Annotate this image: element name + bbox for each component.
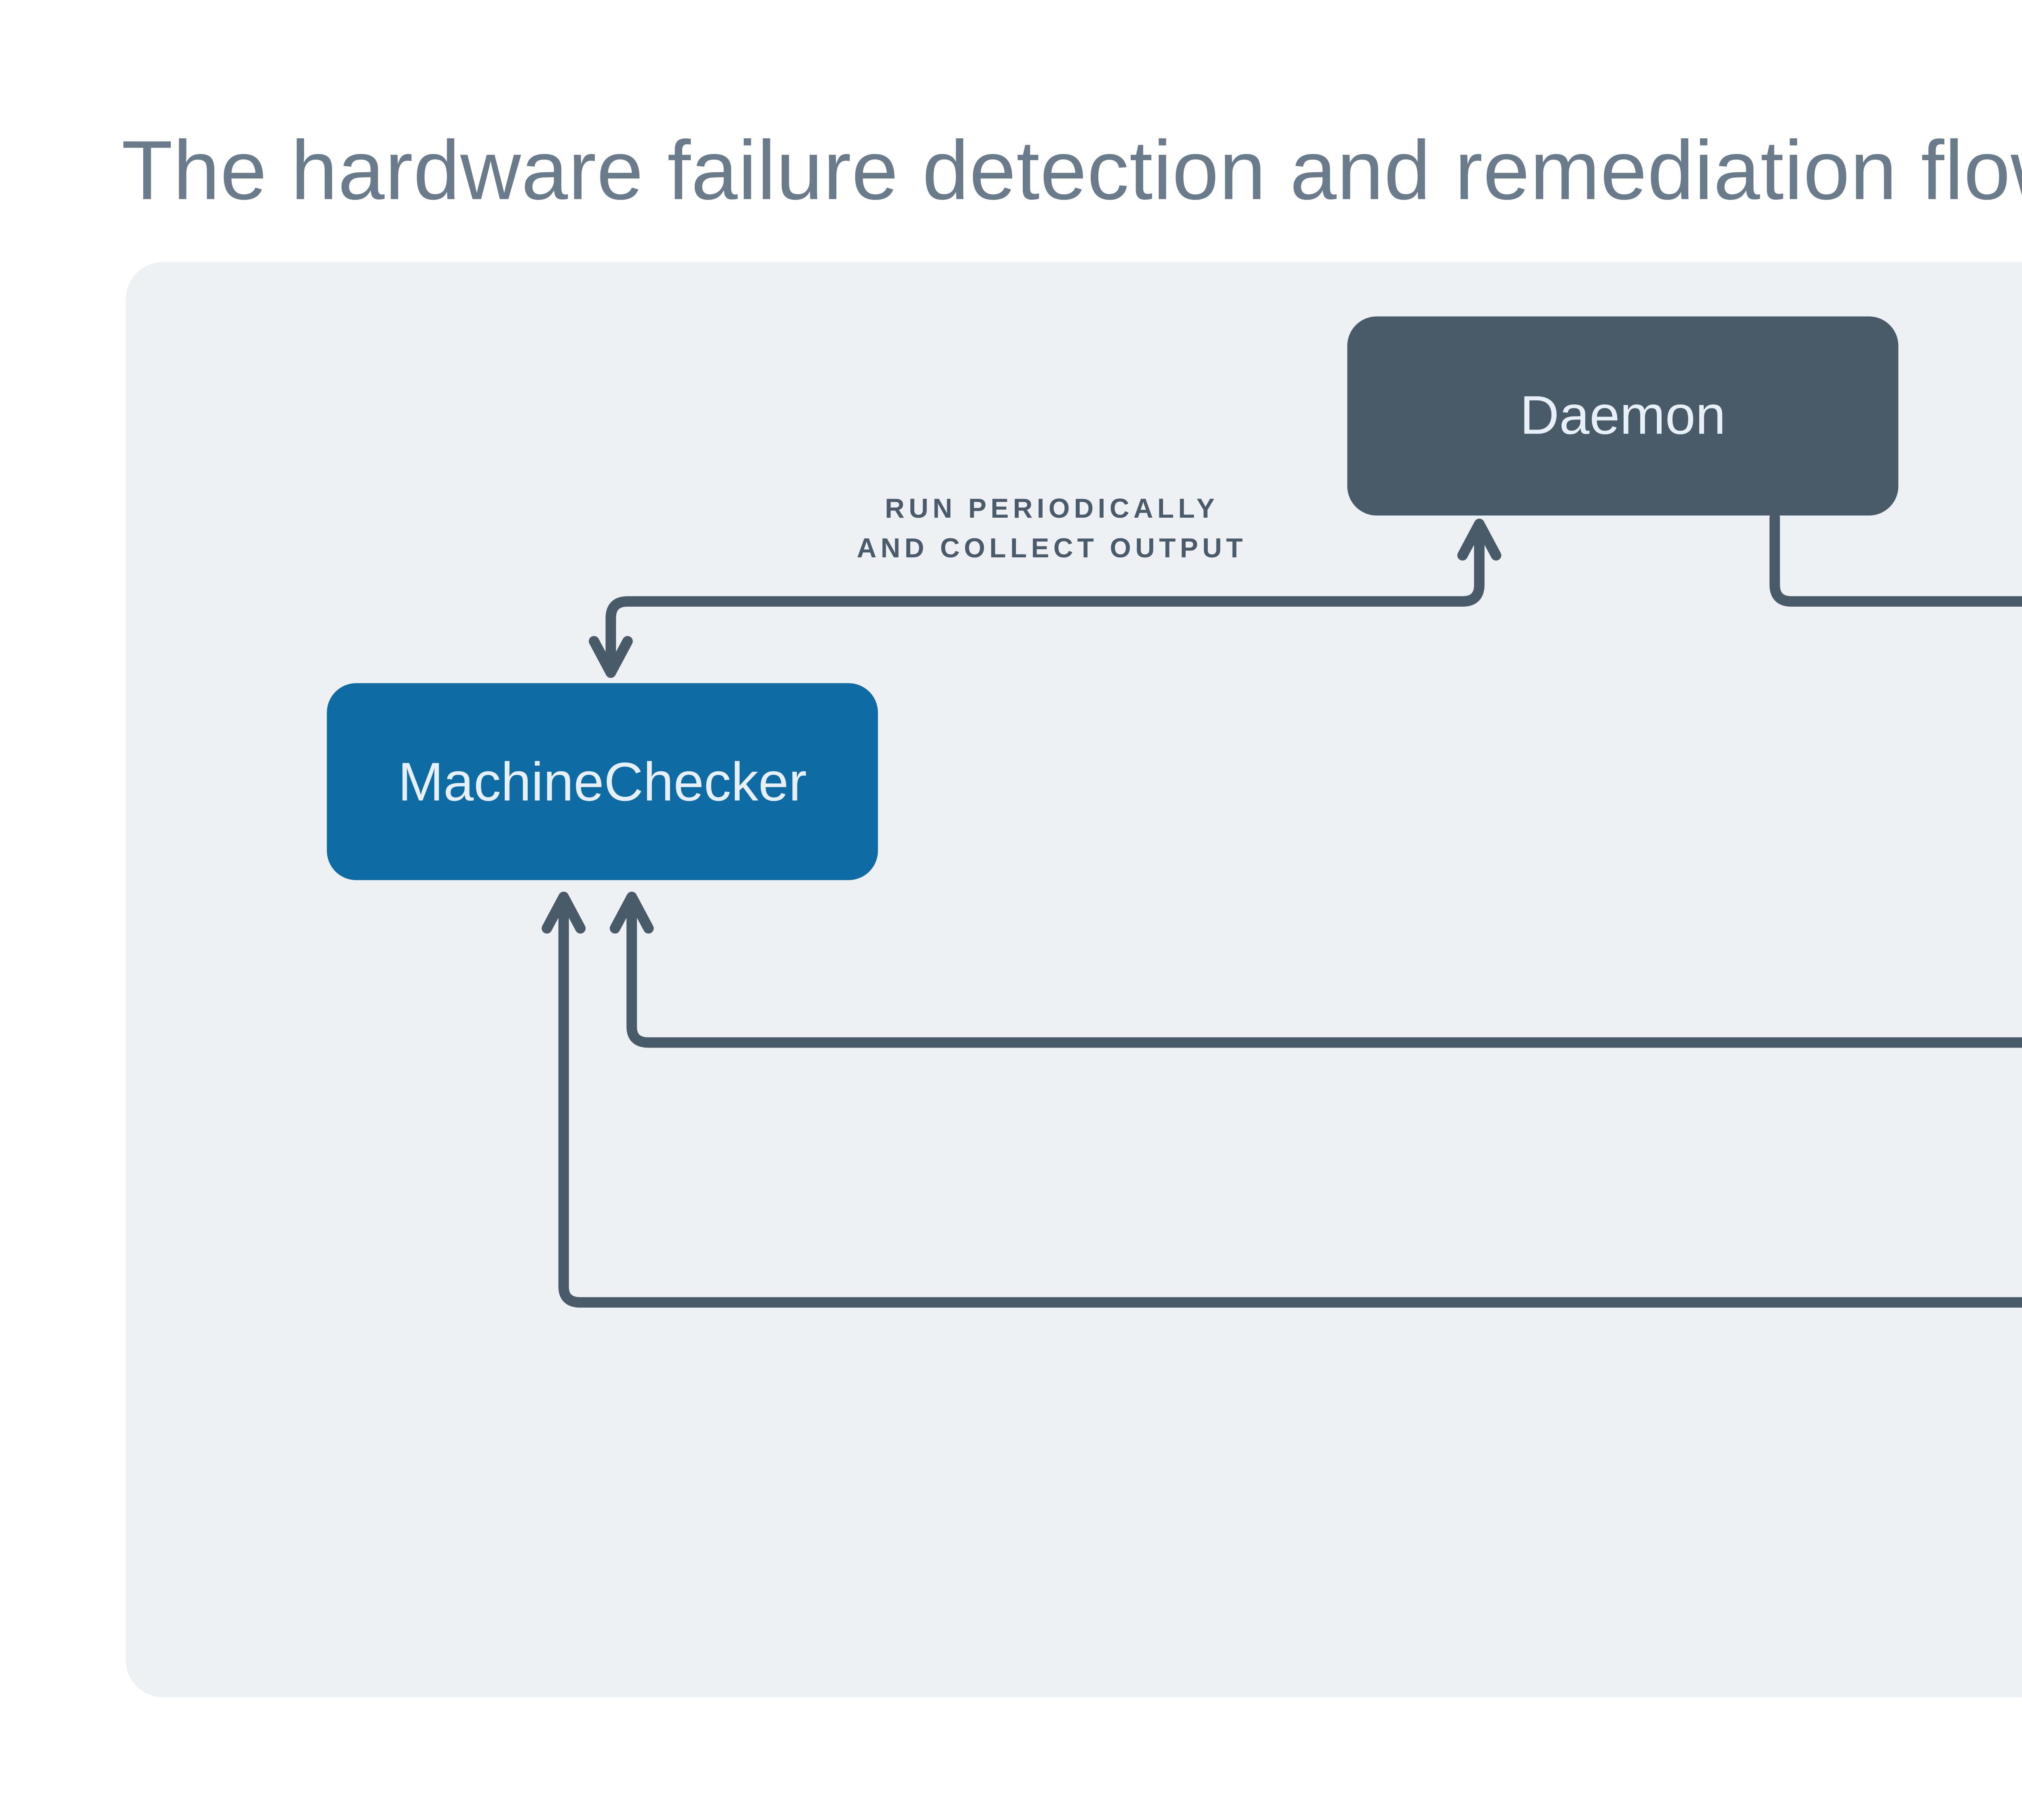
edge-label-line: SERVER CHECK FAILS [1946, 528, 2022, 568]
node-machinechecker: MachineChecker [327, 683, 878, 880]
edge-label-run-periodically: RUN PERIODICALLY AND COLLECT OUTPUT [779, 488, 1324, 568]
node-daemon-label: Daemon [1520, 383, 1726, 447]
edge-label-line: AND COLLECT OUTPUT [857, 532, 1247, 564]
edge-label-create-alert: CREATE ALERT IF A SERVER CHECK FAILS [1946, 488, 2022, 568]
node-daemon: Daemon [1347, 316, 1899, 516]
edge-label-line: RUN PERIODICALLY [885, 492, 1219, 524]
edge-label-line: CREATE ALERT IF A [1946, 488, 2022, 528]
page-title: The hardware failure detection and remed… [121, 125, 2022, 218]
node-machinechecker-label: MachineChecker [398, 749, 807, 812]
